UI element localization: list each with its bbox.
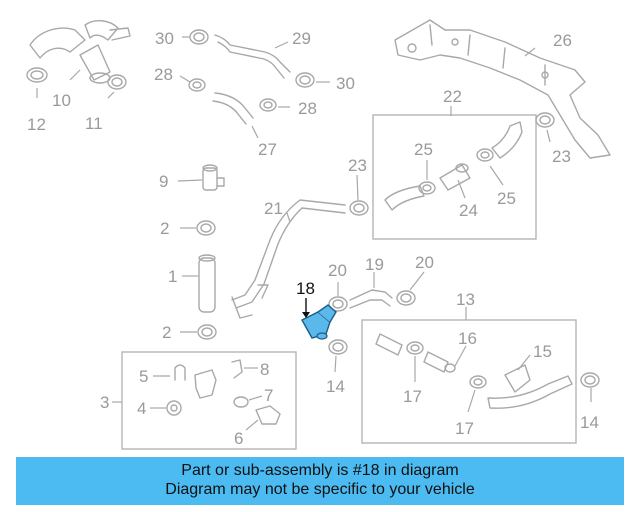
callout-2-bottom: 2	[162, 323, 171, 342]
group-box-3	[121, 351, 297, 450]
callout-17-left: 17	[403, 387, 422, 406]
clip-part-8	[231, 359, 243, 379]
callout-6: 6	[234, 429, 243, 448]
hose-part-10	[29, 20, 131, 84]
callout-25-left: 25	[414, 140, 433, 159]
connector-part-24	[439, 163, 471, 191]
fitting-part-9	[202, 164, 225, 191]
banner-line-2: Diagram may not be specific to your vehi…	[165, 481, 475, 498]
clamp-part-14-center	[328, 339, 348, 355]
clamp-part-14-right	[580, 372, 600, 388]
leader-lines	[36, 36, 592, 431]
callout-8: 8	[260, 360, 269, 379]
gasket-part-7	[233, 396, 249, 408]
callout-11: 11	[85, 114, 103, 133]
clamp-part-11	[107, 74, 127, 90]
clamp-part-28-right	[259, 98, 277, 112]
callout-20-right: 20	[415, 253, 434, 272]
callout-22: 22	[443, 87, 462, 106]
callout-12: 12	[27, 115, 46, 134]
washer-hole	[170, 404, 178, 412]
callout-28-left: 28	[154, 65, 173, 84]
clamp-part-28-left	[188, 78, 206, 92]
callout-labels: 12 10 11 30 29 30 28 28 27 26 22 23 25 2…	[27, 29, 599, 448]
highlighted-part-18	[301, 304, 337, 340]
clamp-part-30-top	[189, 29, 209, 45]
callout-19: 19	[365, 255, 384, 274]
clamp-part-2-top	[196, 220, 216, 236]
clamp-part-17-left	[406, 341, 424, 355]
clamp-part-2-bottom	[197, 324, 217, 340]
fitting-part-3	[194, 369, 217, 399]
callout-10: 10	[52, 91, 71, 110]
clamp-part-23-center	[349, 200, 369, 216]
callout-26: 26	[553, 31, 572, 50]
hose-part-27	[212, 92, 254, 125]
part-15	[504, 364, 531, 393]
sensor-part-6	[255, 405, 281, 425]
callout-14-center: 14	[326, 377, 345, 396]
callout-4: 4	[137, 399, 146, 418]
callout-14-right: 14	[580, 413, 599, 432]
callout-23-right: 23	[552, 147, 571, 166]
callout-25-right: 25	[497, 189, 516, 208]
leader-arrow-18	[302, 312, 310, 318]
clamp-part-20-left	[328, 296, 348, 312]
bracket-part-26	[394, 19, 611, 159]
washer-part-4	[166, 400, 182, 416]
clamp-part-25-left	[418, 181, 436, 195]
callout-17-right: 17	[455, 419, 474, 438]
callout-2-top: 2	[160, 219, 169, 238]
hose-part-1	[198, 254, 216, 313]
callout-27: 27	[258, 140, 277, 159]
callout-23-center: 23	[348, 156, 367, 175]
clip-part-5	[174, 364, 186, 381]
clamp-part-25-right	[476, 148, 494, 162]
callout-3: 3	[100, 393, 109, 412]
hose-part-13-left	[375, 333, 403, 356]
callout-9: 9	[159, 172, 168, 191]
hose-part-13-right	[487, 375, 573, 409]
callout-21: 21	[264, 199, 283, 218]
clamp-part-23-right	[535, 112, 555, 128]
callout-30-right: 30	[336, 74, 355, 93]
callout-30-top: 30	[155, 29, 174, 48]
callout-29: 29	[292, 29, 311, 48]
callout-5: 5	[139, 367, 148, 386]
clamp-part-17-right	[469, 375, 487, 389]
callout-20-left: 20	[328, 261, 347, 280]
pipe-part-21	[231, 199, 346, 319]
banner-line-1: Part or sub-assembly is #18 in diagram	[181, 462, 459, 479]
callout-24: 24	[459, 201, 478, 220]
connector-part-16	[423, 351, 456, 373]
callout-13: 13	[456, 290, 475, 309]
parts-diagram: 12 10 11 30 29 30 28 28 27 26 22 23 25 2…	[26, 19, 611, 450]
clamp-part-30-right	[295, 72, 315, 88]
callout-18: 18	[296, 279, 315, 298]
group-box-13	[361, 319, 577, 444]
hose-part-19	[349, 289, 393, 309]
group-box-22	[372, 114, 537, 240]
hose-part-22-right	[491, 121, 523, 159]
hose-part-22-left	[384, 185, 425, 211]
callout-15: 15	[533, 342, 552, 361]
callout-7: 7	[264, 386, 273, 405]
pipe-part-29	[214, 34, 291, 79]
info-banner: Part or sub-assembly is #18 in diagram D…	[16, 457, 624, 505]
callout-16: 16	[458, 329, 477, 348]
callout-28-right: 28	[298, 99, 317, 118]
clamp-part-20-right	[396, 290, 416, 306]
callout-1: 1	[168, 267, 177, 286]
clamp-part-12	[26, 67, 48, 83]
